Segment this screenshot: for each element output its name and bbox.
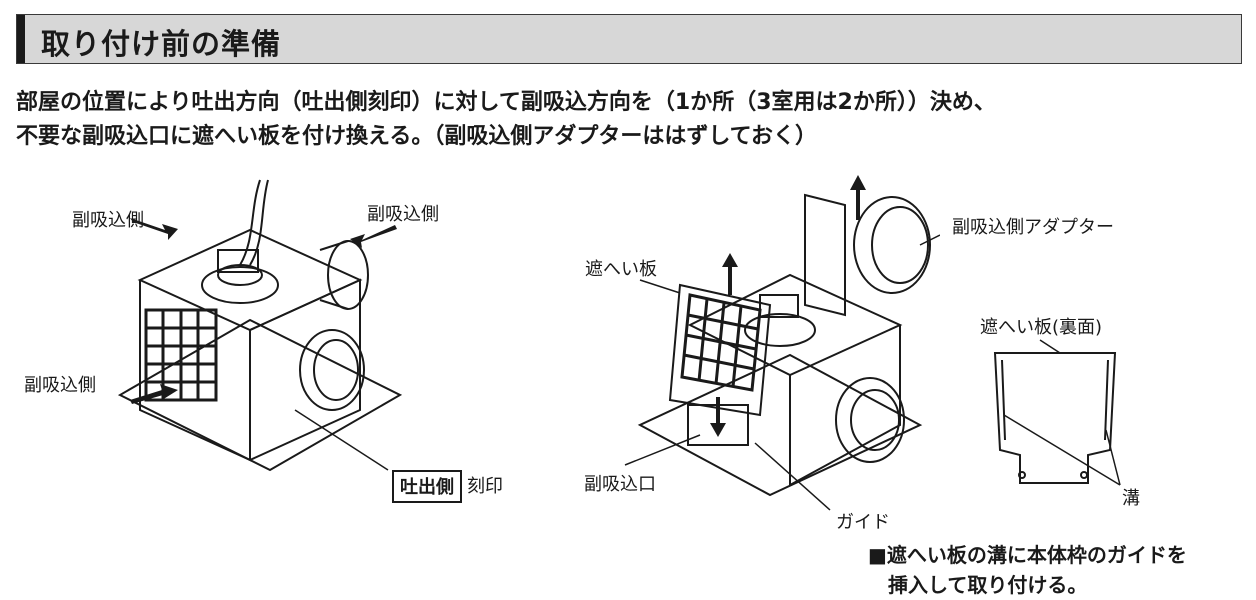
arrows (130, 218, 397, 404)
arrow-shield-up (722, 253, 738, 295)
right-illustration (600, 165, 940, 515)
cable-line (239, 179, 261, 266)
label-intake-left: 副吸込側 (24, 375, 96, 396)
arrow-adapter-up (850, 175, 866, 220)
section-title: 取り付け前の準備 (41, 27, 282, 61)
label-intake-top-right: 副吸込側 (367, 204, 439, 225)
right-arrows (710, 175, 866, 437)
section-header: 取り付け前の準備 (16, 14, 1242, 64)
arrow-top-left (130, 218, 178, 240)
label-guide: ガイド (836, 512, 890, 533)
label-inlet: 副吸込口 (584, 474, 656, 495)
label-intake-top-left: 副吸込側 (72, 210, 144, 231)
grille (144, 308, 218, 402)
note-line-2: 挿入して取り付ける。 (888, 573, 1088, 597)
intro-text: 部屋の位置により吐出方向（吐出側刻印）に対して副吸込方向を（1か所（3室用は2か… (16, 86, 996, 154)
arrow-left (130, 384, 178, 404)
arrow-shield-down (710, 397, 726, 437)
stamp-box-discharge: 吐出側 (392, 470, 462, 503)
shield-grille (680, 293, 762, 392)
stamp-label: 刻印 (467, 476, 503, 497)
shield-back-drawing (993, 339, 1121, 486)
panel-illustration (980, 335, 1140, 495)
intro-line-2: 不要な副吸込口に遮へい板を付け換える。（副吸込側アダプターははずしておく） (16, 124, 818, 149)
label-adapter: 副吸込側アダプター (952, 217, 1114, 238)
arrow-top-right (350, 225, 397, 248)
label-groove: 溝 (1122, 488, 1140, 509)
instruction-note: ■遮へい板の溝に本体枠のガイドを 挿入して取り付ける。 (868, 540, 1187, 600)
label-shield-back: 遮へい板(裏面) (980, 317, 1103, 338)
left-illustration (110, 170, 410, 490)
fan-unit-open-drawing (624, 175, 940, 511)
note-line-1: ■遮へい板の溝に本体枠のガイドを (868, 543, 1187, 567)
header-accent (17, 15, 25, 63)
label-shield: 遮へい板 (585, 259, 657, 280)
intro-line-1: 部屋の位置により吐出方向（吐出側刻印）に対して副吸込方向を（1か所（3室用は2か… (16, 90, 996, 115)
fan-unit-drawing (117, 179, 403, 472)
